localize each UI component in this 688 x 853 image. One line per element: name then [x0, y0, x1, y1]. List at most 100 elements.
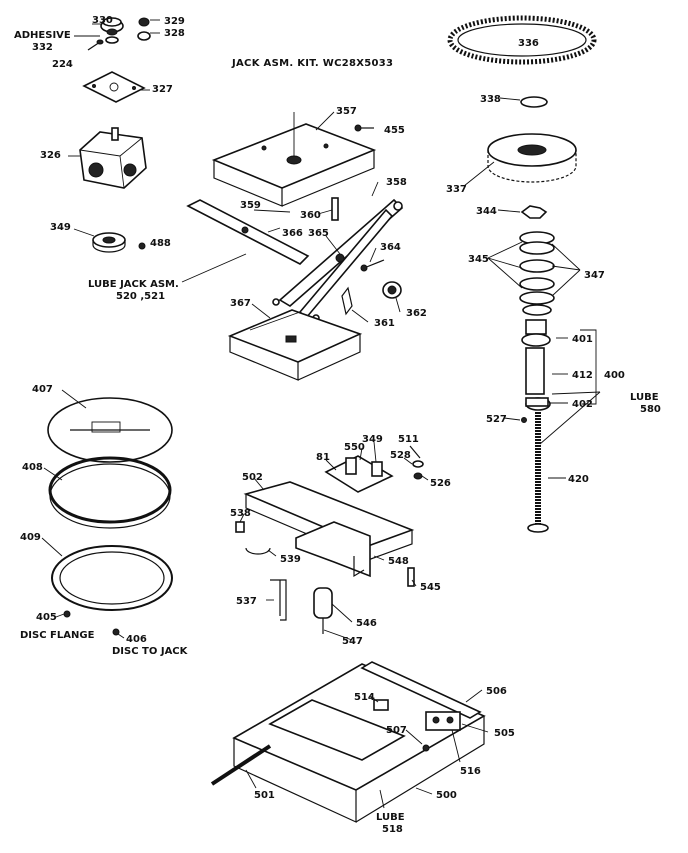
label-349: 349: [50, 222, 71, 233]
part-345-347-bearing-stack: [519, 231, 555, 316]
label-511: 511: [398, 434, 419, 445]
part-361-clip: [341, 286, 353, 316]
part-332-washer: [105, 36, 119, 44]
part-539-clamp: [245, 547, 271, 555]
part-328-washer: [137, 31, 151, 41]
label-516: 516: [460, 766, 481, 777]
part-408-ring: [48, 456, 172, 529]
part-455-screw: [354, 124, 374, 132]
part-488-screw: [138, 242, 146, 250]
part-409-flange-ring: [51, 545, 173, 611]
label-402: 402: [572, 399, 593, 410]
part-514-block: [373, 699, 389, 711]
part-330-knob: [100, 17, 124, 36]
label-326: 326: [40, 150, 61, 161]
part-224-screw: [87, 39, 104, 51]
label-336: 336: [518, 38, 539, 49]
part-526-nut: [413, 472, 423, 480]
label-365: 365: [308, 228, 329, 239]
part-327-plate: [82, 71, 146, 103]
part-344-spacer: [520, 205, 548, 219]
part-364-bolt: [360, 259, 385, 272]
label-547: 547: [342, 636, 363, 647]
label-adhesive: ADHESIVE: [14, 30, 71, 41]
label-408: 408: [22, 462, 43, 473]
label-338: 338: [480, 94, 501, 105]
part-527-pin: [521, 417, 527, 423]
part-406-screw: [112, 628, 120, 636]
label-405: 405: [36, 612, 57, 623]
label-527: 527: [486, 414, 507, 425]
label-501: 501: [254, 790, 275, 801]
label-disc-flange: DISC FLANGE: [20, 630, 95, 641]
part-407-disc: [47, 397, 173, 463]
label-406: 406: [126, 634, 147, 645]
label-550: 550: [344, 442, 365, 453]
label-455: 455: [384, 125, 405, 136]
label-518: 518: [382, 824, 403, 835]
label-420: 420: [568, 474, 589, 485]
part-337-gear: [487, 133, 577, 183]
part-511-screw: [409, 445, 421, 459]
label-328: 328: [164, 28, 185, 39]
part-550-switch-assembly: [324, 455, 394, 493]
label-361: 361: [374, 318, 395, 329]
label-502: 502: [242, 472, 263, 483]
part-545-clip: [407, 567, 415, 587]
label-545: 545: [420, 582, 441, 593]
part-538-connector: [235, 521, 245, 533]
label-360: 360: [300, 210, 321, 221]
label-548: 548: [388, 556, 409, 567]
kit-title: JACK ASM. KIT. WC28X5033: [231, 58, 393, 69]
label-407: 407: [32, 384, 53, 395]
part-326-motor: [79, 127, 147, 189]
part-349-bushing: [92, 232, 126, 253]
label-357: 357: [336, 106, 357, 117]
label-514: 514: [354, 692, 375, 703]
part-329-nut: [138, 17, 150, 27]
label-81: 81: [316, 452, 330, 463]
label-332: 332: [32, 42, 53, 53]
label-364: 364: [380, 242, 401, 253]
part-420-lead-screw: [527, 412, 549, 533]
label-505: 505: [494, 728, 515, 739]
label-347: 347: [584, 270, 605, 281]
part-scissor-arms: [186, 198, 404, 322]
leader-lines: [41, 19, 601, 809]
label-367: 367: [230, 298, 251, 309]
label-344: 344: [476, 206, 497, 217]
label-366: 366: [282, 228, 303, 239]
label-528: 528: [390, 450, 411, 461]
label-lube-jack-asm: LUBE JACK ASM.: [88, 279, 179, 290]
label-349b: 349: [362, 434, 383, 445]
label-358: 358: [386, 177, 407, 188]
part-labels: 330 ADHESIVE 332 224 329 328 327 326 349…: [14, 15, 661, 835]
part-405-screw: [63, 610, 71, 618]
part-412-tube: [525, 347, 545, 395]
part-401-nut: [521, 319, 551, 347]
part-362-roller: [382, 281, 402, 299]
part-338-clip: [520, 96, 548, 108]
part-506-rail: [360, 661, 482, 719]
label-539: 539: [280, 554, 301, 565]
label-disc-to-jack: DISC TO JACK: [112, 646, 189, 657]
label-409: 409: [20, 532, 41, 543]
label-330: 330: [92, 15, 113, 26]
label-526: 526: [430, 478, 451, 489]
label-327: 327: [152, 84, 173, 95]
label-537: 537: [236, 596, 257, 607]
part-357-top-bracket: [211, 112, 377, 207]
label-507: 507: [386, 725, 407, 736]
label-580: 580: [640, 404, 661, 415]
label-345: 345: [468, 254, 489, 265]
label-520-521: 520 ,521: [116, 291, 165, 302]
label-400: 400: [604, 370, 625, 381]
part-502-channel: [243, 481, 415, 578]
label-488: 488: [150, 238, 171, 249]
part-367-base-bracket: [227, 309, 363, 381]
part-402-collar: [525, 397, 551, 411]
label-lube-right: LUBE: [630, 392, 659, 403]
part-548-cable: [353, 556, 365, 578]
label-359: 359: [240, 200, 261, 211]
